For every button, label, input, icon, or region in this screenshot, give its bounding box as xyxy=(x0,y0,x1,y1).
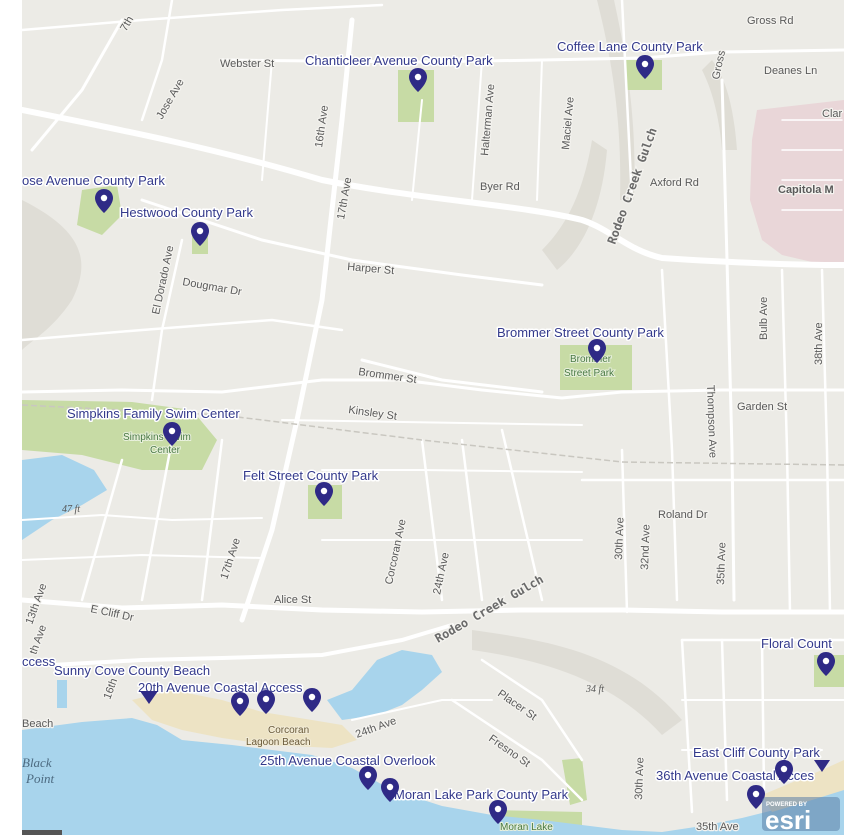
esri-brand-text: esri xyxy=(765,805,811,831)
street-label-35th: 35th Ave xyxy=(715,542,728,585)
beach-label: Beach xyxy=(22,718,53,730)
triangle-marker-icon[interactable] xyxy=(814,760,830,772)
poi-label-floral[interactable]: Floral Count xyxy=(760,635,834,653)
esri-attribution-badge[interactable]: POWERED BY esri xyxy=(762,797,840,831)
corcoran-beach-name-2: Lagoon Beach xyxy=(246,737,311,748)
map-pin-icon[interactable] xyxy=(817,652,835,676)
street-label-30th-south: 30th Ave xyxy=(633,757,646,800)
street-label-maciel: Maciel Ave xyxy=(560,96,577,150)
poi-label-jose[interactable]: ose Avenue County Park xyxy=(22,172,167,190)
poi-label-access[interactable]: ccess xyxy=(22,653,57,671)
poi-label-eastcliff[interactable]: East Cliff County Park xyxy=(692,744,822,762)
black-point-label-1: Black xyxy=(22,755,52,770)
street-label-35th-south: 35th Ave xyxy=(696,821,739,833)
map-pin-icon[interactable] xyxy=(303,688,321,712)
street-label-30th: 30th Ave xyxy=(613,517,626,560)
corcoran-beach-name-1: Corcoran xyxy=(268,725,309,736)
map-pin-icon[interactable] xyxy=(163,422,181,446)
map-pin-icon[interactable] xyxy=(747,785,765,809)
street-label-clar: Clar xyxy=(822,108,843,120)
street-label-gross: Gross Rd xyxy=(747,15,793,27)
map-pin-icon[interactable] xyxy=(257,690,275,714)
railway-line xyxy=(22,404,844,466)
poi-label-coffee[interactable]: Coffee Lane County Park xyxy=(556,38,705,56)
map-canvas[interactable]: Brommer Street Park Simpkins Swim Center… xyxy=(22,0,844,835)
scale-bar xyxy=(22,830,62,835)
poi-label-hestwood[interactable]: Hestwood County Park xyxy=(119,204,255,222)
poi-label-simpkins[interactable]: Simpkins Family Swim Center xyxy=(66,405,242,423)
street-label-bulb: Bulb Ave xyxy=(758,297,770,340)
street-label-harper: Harper St xyxy=(347,261,395,277)
map-pin-icon[interactable] xyxy=(775,760,793,784)
poi-label-felt[interactable]: Felt Street County Park xyxy=(242,467,381,485)
esri-logo-icon: POWERED BY esri xyxy=(762,797,840,831)
map-pin-icon[interactable] xyxy=(231,692,249,716)
poi-label-chanticleer[interactable]: Chanticleer Avenue County Park xyxy=(304,52,495,70)
elevation-47: 47 ft xyxy=(62,504,80,515)
black-point-label-2: Point xyxy=(25,771,55,786)
street-label-byer: Byer Rd xyxy=(480,181,520,193)
street-label-roland: Roland Dr xyxy=(658,509,708,521)
street-label-alice: Alice St xyxy=(274,594,311,606)
map-pin-icon[interactable] xyxy=(191,222,209,246)
elevation-34: 34 ft xyxy=(585,684,604,695)
map-pin-icon[interactable] xyxy=(636,55,654,79)
map-pin-icon[interactable] xyxy=(315,482,333,506)
triangle-marker-icon[interactable] xyxy=(140,691,158,704)
poi-label-sunny[interactable]: Sunny Cove County Beach xyxy=(53,662,212,680)
map-pin-icon[interactable] xyxy=(95,189,113,213)
map-pin-icon[interactable] xyxy=(489,800,507,824)
map-svg[interactable]: Brommer Street Park Simpkins Swim Center… xyxy=(22,0,844,835)
map-pin-icon[interactable] xyxy=(588,339,606,363)
street-label-axford: Axford Rd xyxy=(650,177,699,189)
commercial-area xyxy=(750,100,844,265)
poi-label-25th[interactable]: 25th Avenue Coastal Overlook xyxy=(259,752,438,770)
powered-by-text: POWERED BY xyxy=(766,802,807,808)
street-label-thompson: Thompson Ave xyxy=(704,385,719,459)
street-label-32nd: 32nd Ave xyxy=(639,524,653,570)
roads-layer xyxy=(22,0,844,814)
terrain-shading xyxy=(22,0,737,735)
simpkins-park-name-1: Simpkins Swim xyxy=(123,432,191,443)
street-label-webster: Webster St xyxy=(220,58,274,70)
street-label-capitola: Capitola M xyxy=(778,184,834,196)
brommer-park-name-2: Street Park xyxy=(564,368,615,379)
markers-layer xyxy=(95,55,835,824)
map-pin-icon[interactable] xyxy=(381,778,399,802)
poi-label-brommer[interactable]: Brommer Street County Park xyxy=(496,324,666,342)
simpkins-park-name-2: Center xyxy=(150,445,181,456)
street-label-deanes: Deanes Ln xyxy=(764,65,817,77)
street-label-garden: Garden St xyxy=(737,401,787,413)
poi-label-moran[interactable]: Moran Lake Park County Park xyxy=(393,786,571,804)
street-label-38th: 38th Ave xyxy=(813,322,825,365)
map-pin-icon[interactable] xyxy=(409,68,427,92)
map-pin-icon[interactable] xyxy=(359,766,377,790)
moran-lake-name: Moran Lake xyxy=(500,822,553,833)
poi-label-20th[interactable]: 20th Avenue Coastal Access xyxy=(137,679,305,697)
